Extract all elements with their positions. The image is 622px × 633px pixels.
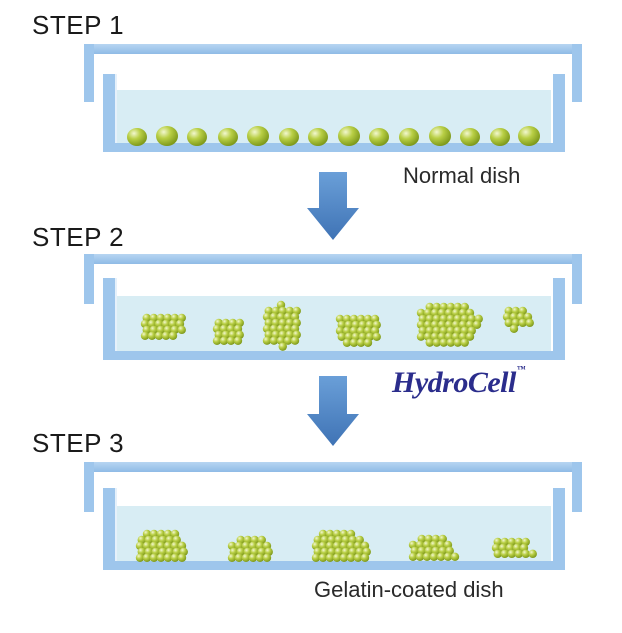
attached-spheroid-2 (227, 535, 273, 562)
step-1-monolayer (127, 126, 540, 146)
hydrocell-wordmark: HydroCell (392, 366, 516, 399)
step-2-spheroids (140, 300, 534, 351)
single-cell (187, 128, 207, 146)
single-cell (127, 128, 147, 146)
lid-right-wall (572, 44, 582, 102)
attached-spheroid-3 (311, 529, 371, 562)
spheroid-3 (262, 300, 301, 351)
down-arrow-1 (307, 172, 359, 240)
single-cell (279, 128, 299, 146)
single-cell (460, 128, 480, 146)
base-left-wall (103, 488, 115, 570)
dish-2 (84, 254, 582, 360)
single-cell (518, 126, 540, 146)
dish-lid (84, 462, 582, 472)
spheroid-1 (140, 313, 186, 340)
lid-right-wall (572, 462, 582, 512)
step-2-label: STEP 2 (32, 222, 125, 252)
step-3-attached-spheroids (135, 529, 537, 562)
single-cell (338, 126, 360, 146)
normal-dish-caption: Normal dish (403, 163, 521, 188)
base-left-wall (103, 74, 115, 152)
spheroid-6 (502, 306, 534, 333)
attached-spheroid-1 (135, 529, 188, 562)
hydrocell-logo: HydroCell™ (392, 364, 526, 400)
dish-lid (84, 44, 582, 54)
lid-right-wall (572, 254, 582, 304)
spheroid-5 (416, 302, 483, 347)
step-3-label: STEP 3 (32, 428, 125, 458)
single-cell (247, 126, 269, 146)
spheroid-4 (335, 314, 381, 347)
base-right-wall (553, 74, 565, 152)
single-cell (156, 126, 178, 146)
lid-left-wall (84, 254, 94, 304)
base-left-wall (103, 278, 115, 360)
base-right-wall (553, 488, 565, 570)
spheroid-2 (212, 318, 244, 345)
trademark-symbol: ™ (516, 364, 526, 374)
base-floor (103, 561, 565, 570)
attached-spheroid-4 (408, 534, 460, 561)
attached-spheroid-5 (491, 537, 537, 559)
single-cell (218, 128, 238, 146)
down-arrow-2 (307, 376, 359, 446)
gelatin-dish-caption: Gelatin-coated dish (314, 577, 504, 602)
lid-left-wall (84, 44, 94, 102)
step-1-label: STEP 1 (32, 10, 125, 40)
single-cell (369, 128, 389, 146)
base-floor (103, 351, 565, 360)
culture-medium (117, 90, 551, 144)
base-right-wall (553, 278, 565, 360)
base-floor (103, 143, 565, 152)
single-cell (399, 128, 419, 146)
single-cell (308, 128, 328, 146)
dish-lid (84, 254, 582, 264)
single-cell (429, 126, 451, 146)
single-cell (490, 128, 510, 146)
lid-left-wall (84, 462, 94, 512)
